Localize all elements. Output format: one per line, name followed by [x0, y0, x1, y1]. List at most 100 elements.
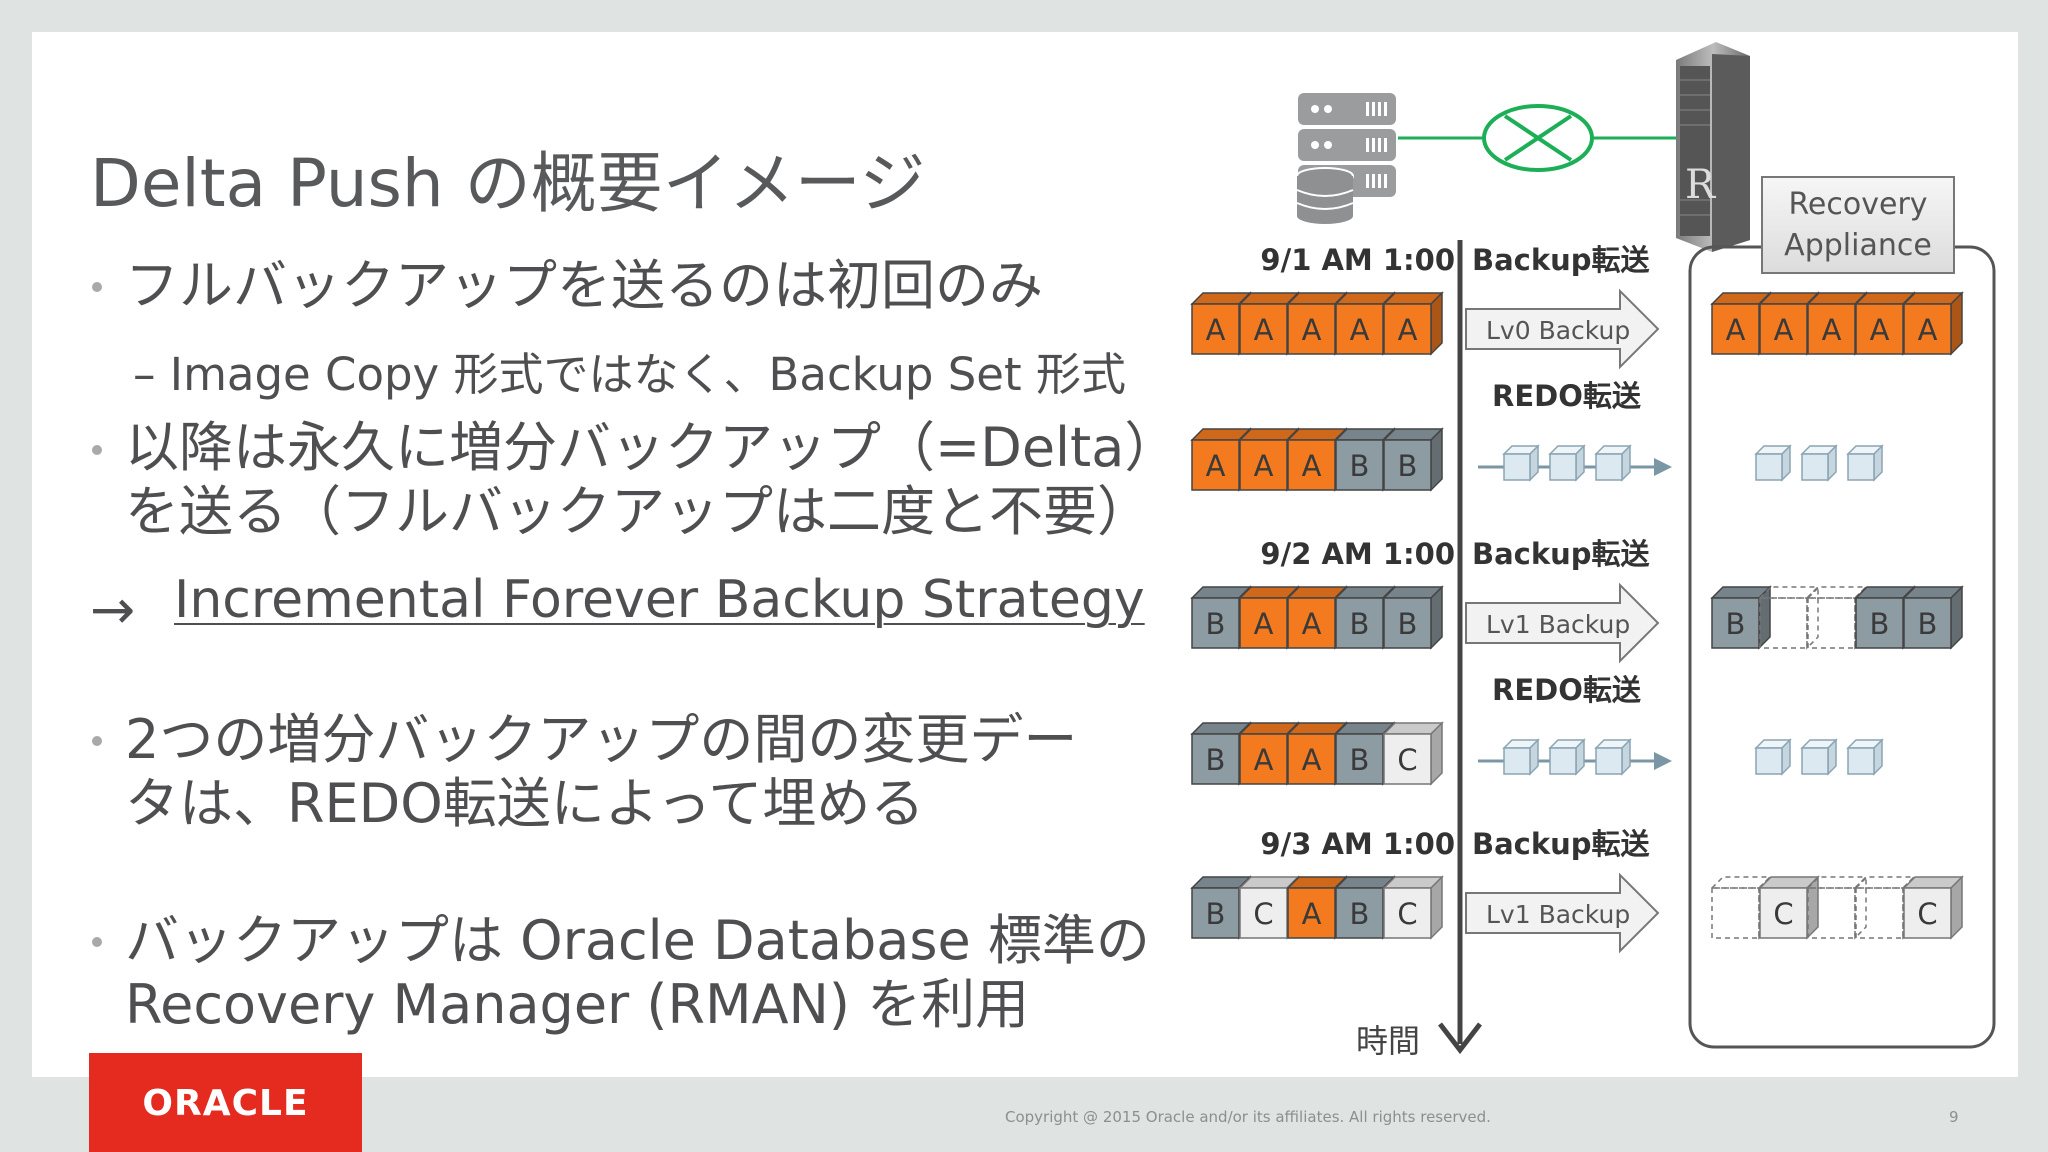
oracle-logo-text: ORACLE	[142, 1083, 309, 1124]
block-letter: B	[1398, 607, 1418, 641]
redo-packet-icon	[1800, 738, 1838, 776]
bullet-rman-line1: バックアップは Oracle Database 標準の	[125, 909, 1150, 972]
block-letter: A	[1254, 607, 1274, 641]
bullet-full-backup-once: フルバックアップを送るのは初回のみ	[125, 254, 1043, 317]
copyright-text: Copyright @ 2015 Oracle and/or its affil…	[1005, 1108, 1491, 1126]
source-block: A	[1382, 291, 1444, 356]
timeline-arrowhead	[1438, 1022, 1482, 1055]
redo-packet-icon	[1846, 444, 1884, 482]
block-letter: A	[1206, 449, 1226, 483]
block-letter: A	[1398, 313, 1418, 347]
transfer-type-label: Backup転送	[1472, 243, 1650, 277]
block-letter: B	[1398, 449, 1418, 483]
backup-level-label: Lv0 Backup	[1486, 316, 1630, 345]
block-letter: B	[1918, 607, 1938, 641]
redo-packet-icon	[1754, 444, 1792, 482]
source-block: C	[1382, 875, 1444, 940]
bullet-redo-line1: 2つの増分バックアップの間の変更デー	[125, 708, 1078, 771]
block-letter: A	[1726, 313, 1746, 347]
appliance-label-box: Recovery Appliance	[1761, 176, 1955, 274]
block-letter: A	[1302, 313, 1322, 347]
block-letter: A	[1302, 607, 1322, 641]
bullet-dot	[92, 445, 102, 455]
appliance-label-line2: Appliance	[1784, 228, 1932, 263]
appliance-block: B	[1710, 585, 1772, 650]
block-letter: A	[1302, 743, 1322, 777]
backup-transfer-arrow	[1465, 288, 1660, 370]
backup-level-label: Lv1 Backup	[1486, 610, 1630, 639]
source-block: B	[1190, 585, 1252, 650]
redo-packet-icon	[1548, 444, 1586, 482]
block-letter: B	[1206, 897, 1226, 931]
block-letter: A	[1822, 313, 1842, 347]
redo-packet-icon	[1548, 738, 1586, 776]
block-letter: A	[1918, 313, 1938, 347]
source-block: B	[1382, 427, 1444, 492]
backup-transfer-arrow	[1465, 582, 1660, 664]
time-stamp-label: 9/3 AM 1:00	[1260, 827, 1455, 861]
redo-arrowhead	[1654, 752, 1672, 770]
time-stamp-label: 9/2 AM 1:00	[1260, 537, 1455, 571]
block-letter: B	[1870, 607, 1890, 641]
transfer-type-label: Backup転送	[1472, 827, 1650, 861]
appliance-block: C	[1902, 875, 1964, 940]
block-letter: A	[1254, 743, 1274, 777]
bullet-dot	[92, 937, 102, 947]
database-server-icon	[1296, 93, 1396, 224]
redo-packet-icon	[1754, 738, 1792, 776]
transfer-type-label: REDO転送	[1492, 673, 1641, 707]
appliance-block: C	[1758, 875, 1820, 940]
block-letter: C	[1397, 743, 1417, 777]
source-block: A	[1286, 291, 1348, 356]
block-letter: A	[1206, 313, 1226, 347]
source-block: B	[1382, 585, 1444, 650]
redo-packet-icon	[1502, 444, 1540, 482]
redo-packet-icon	[1594, 738, 1632, 776]
block-letter: C	[1917, 897, 1937, 931]
oracle-logo: ORACLE	[89, 1053, 362, 1152]
redo-packet-icon	[1800, 444, 1838, 482]
strategy-link[interactable]: Incremental Forever Backup Strategy	[174, 570, 1145, 630]
bullet-incremental-line2: を送る（フルバックアップは二度と不要）	[125, 480, 1151, 543]
source-block: C	[1382, 721, 1444, 786]
redo-packet-icon	[1502, 738, 1540, 776]
block-letter: B	[1726, 607, 1746, 641]
redo-packet-icon	[1846, 738, 1884, 776]
block-letter: B	[1350, 897, 1370, 931]
time-axis-label: 時間	[1356, 1022, 1420, 1060]
appliance-block: B	[1902, 585, 1964, 650]
bullet-dot	[92, 282, 102, 292]
block-letter: A	[1254, 449, 1274, 483]
redo-packet-icon	[1594, 444, 1632, 482]
page-number: 9	[1949, 1108, 1959, 1126]
block-letter: B	[1206, 743, 1226, 777]
block-letter: A	[1350, 313, 1370, 347]
sub-bullet-backup-set: – Image Copy 形式ではなく、Backup Set 形式	[133, 348, 1126, 401]
block-letter: C	[1253, 897, 1273, 931]
block-letter: A	[1302, 449, 1322, 483]
transfer-type-label: Backup転送	[1472, 537, 1650, 571]
time-stamp-label: 9/1 AM 1:00	[1260, 243, 1455, 277]
bullet-incremental-line1: 以降は永久に増分バックアップ（=Delta）	[125, 416, 1179, 479]
block-letter: C	[1397, 897, 1417, 931]
block-letter: B	[1350, 743, 1370, 777]
bullet-dot	[92, 736, 102, 746]
svg-text:R: R	[1685, 162, 1717, 208]
slide-title: Delta Push の概要イメージ	[90, 145, 926, 222]
bullet-redo-line2: タは、REDO転送によって埋める	[125, 772, 925, 835]
appliance-block: A	[1902, 291, 1964, 356]
appliance-label-line1: Recovery	[1788, 187, 1927, 222]
block-letter: A	[1254, 313, 1274, 347]
bullet-rman-line2: Recovery Manager (RMAN) を利用	[125, 973, 1030, 1036]
block-letter: A	[1870, 313, 1890, 347]
block-letter: B	[1350, 607, 1370, 641]
arrow-right-icon: →	[90, 578, 136, 641]
block-letter: B	[1206, 607, 1226, 641]
redo-arrowhead	[1654, 458, 1672, 476]
block-letter: C	[1773, 897, 1793, 931]
recovery-appliance-rack-icon: R	[1676, 42, 1750, 252]
block-letter: A	[1774, 313, 1794, 347]
block-letter: B	[1350, 449, 1370, 483]
router-icon	[1482, 104, 1594, 172]
